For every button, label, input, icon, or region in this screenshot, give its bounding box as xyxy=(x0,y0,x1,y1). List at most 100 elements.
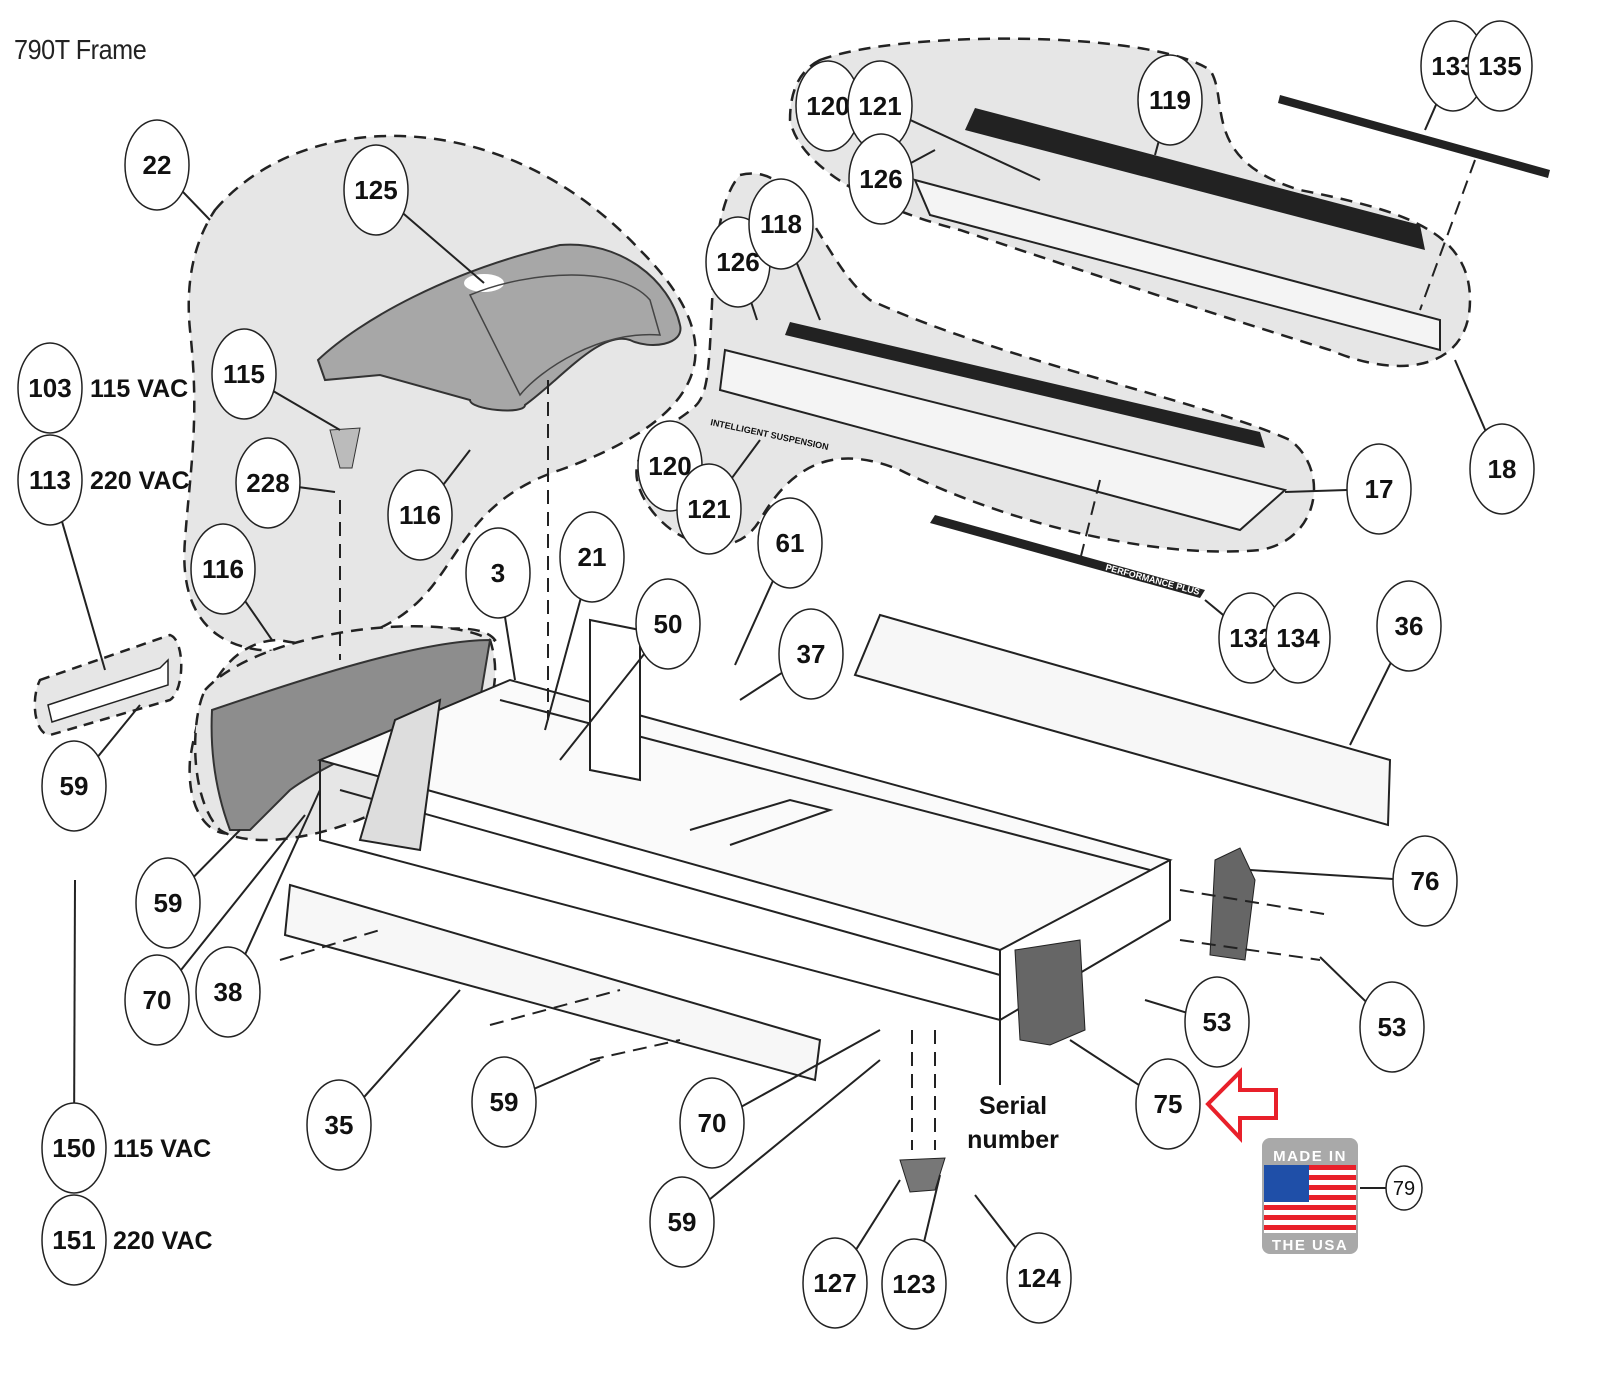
callout-number: 61 xyxy=(776,528,805,558)
flag-stripe xyxy=(1264,1195,1356,1200)
callout-circle xyxy=(1265,592,1331,684)
highlight-arrow-icon xyxy=(1205,1067,1278,1144)
callout-leader-line xyxy=(741,1029,881,1108)
callout-119: 119 xyxy=(1137,54,1203,156)
callout-circle xyxy=(802,1237,868,1329)
callout-number: 17 xyxy=(1365,474,1394,504)
callout-leader-line xyxy=(909,119,1041,181)
callout-circle xyxy=(124,119,190,211)
callout-circle xyxy=(17,434,83,526)
treadmill-frame-part xyxy=(316,618,1173,1022)
callout-53: 53 xyxy=(1319,956,1425,1073)
callout-circle xyxy=(1376,580,1442,672)
callout-leader-line xyxy=(97,704,141,758)
hood-inset xyxy=(468,274,662,397)
callout-118: 118 xyxy=(748,178,821,321)
callout-circle xyxy=(649,1176,715,1268)
callout-number: 116 xyxy=(202,554,244,584)
callout-number: 18 xyxy=(1488,454,1517,484)
voltage-label-151: 220 VAC xyxy=(113,1227,213,1255)
callout-number: 36 xyxy=(1395,611,1424,641)
callout-leader-line xyxy=(923,1174,941,1242)
cord-clip-part xyxy=(329,427,361,469)
callout-70: 70 xyxy=(124,814,306,1046)
callout-number: 124 xyxy=(1017,1263,1061,1293)
callout-leader-line xyxy=(73,879,76,1104)
assembly-lines xyxy=(279,159,1476,1150)
callout-35: 35 xyxy=(306,989,461,1171)
callout-leader-line xyxy=(180,814,306,971)
callout-leader-line xyxy=(299,486,336,493)
callout-circle xyxy=(1467,20,1533,112)
callout-leader-line xyxy=(534,1059,601,1090)
callout-number: 134 xyxy=(1276,623,1320,653)
label-plate-part xyxy=(47,658,169,723)
callout-50: 50 xyxy=(559,578,701,761)
callout-leader-line xyxy=(750,302,758,321)
diagram-title: 790T Frame xyxy=(14,34,147,65)
callout-leader-line xyxy=(442,449,471,486)
callout-circle xyxy=(1135,1058,1201,1150)
flag-stripe xyxy=(1264,1215,1356,1220)
flag-stripe xyxy=(1264,1175,1356,1180)
callout-125: 125 xyxy=(343,144,485,284)
callout-circle xyxy=(1006,1232,1072,1324)
callout-59: 59 xyxy=(649,1059,881,1268)
callout-75: 75 xyxy=(1069,1039,1201,1150)
callout-leader-line xyxy=(503,616,516,681)
callout-circle xyxy=(676,463,742,555)
callout-number: 150 xyxy=(52,1133,95,1163)
callout-leader-line xyxy=(1154,141,1160,156)
callout-circle xyxy=(41,1194,107,1286)
callout-leader-line xyxy=(1319,956,1367,1003)
callout-120: 120 xyxy=(795,60,861,152)
callout-circle xyxy=(190,523,256,615)
callout-leader-line xyxy=(1349,662,1392,746)
callout-228: 228 xyxy=(235,437,336,529)
callout-number: 118 xyxy=(760,209,802,239)
callout-number: 76 xyxy=(1411,866,1440,896)
callout-36: 36 xyxy=(1349,580,1442,746)
callout-circle xyxy=(1184,976,1250,1068)
made-in-usa-badge: MADE IN THE USA xyxy=(1262,1138,1358,1254)
callout-number: 120 xyxy=(806,91,849,121)
callout-circle xyxy=(778,608,844,700)
callout-135: 135 xyxy=(1467,20,1533,112)
flag-stripe xyxy=(1264,1185,1356,1190)
callout-circle xyxy=(881,1238,947,1330)
performance-plus-decal-text: PERFORMANCE PLUS xyxy=(1104,562,1200,597)
callout-number: 121 xyxy=(858,91,901,121)
callout-leader-line xyxy=(363,989,461,1098)
callout-circle xyxy=(387,469,453,561)
callout-121: 121 xyxy=(676,439,761,555)
motor-hood-part xyxy=(316,243,682,412)
callout-circle xyxy=(343,144,409,236)
callout-116: 116 xyxy=(190,523,273,641)
callout-38: 38 xyxy=(195,789,321,1038)
callout-59: 59 xyxy=(41,704,141,832)
right-side-rail-part xyxy=(853,613,1392,827)
callout-number: 50 xyxy=(654,609,683,639)
callout-circle xyxy=(1385,1165,1423,1211)
callout-circle xyxy=(679,1077,745,1169)
callout-number: 126 xyxy=(716,247,759,277)
callout-18: 18 xyxy=(1454,359,1535,515)
left-performance-plus-decal xyxy=(930,515,1205,598)
callout-leader-line xyxy=(244,600,273,641)
callout-116: 116 xyxy=(387,449,471,561)
flag-stripe xyxy=(1264,1225,1356,1230)
callout-number: 113 xyxy=(29,465,71,495)
callout-number: 103 xyxy=(28,373,71,403)
callout-70: 70 xyxy=(679,1029,881,1169)
flag-stripe xyxy=(1264,1205,1356,1210)
callout-number: 75 xyxy=(1154,1089,1183,1119)
callout-leader-line xyxy=(1249,869,1394,880)
callout-leader-line xyxy=(1144,999,1187,1014)
motor-mount-part xyxy=(358,698,442,852)
callout-leader-line xyxy=(731,439,761,479)
callout-113: 113 xyxy=(17,434,106,671)
bottom-bracket-part xyxy=(899,1157,946,1193)
callout-circle xyxy=(757,497,823,589)
callout-151: 151 xyxy=(41,1194,107,1286)
